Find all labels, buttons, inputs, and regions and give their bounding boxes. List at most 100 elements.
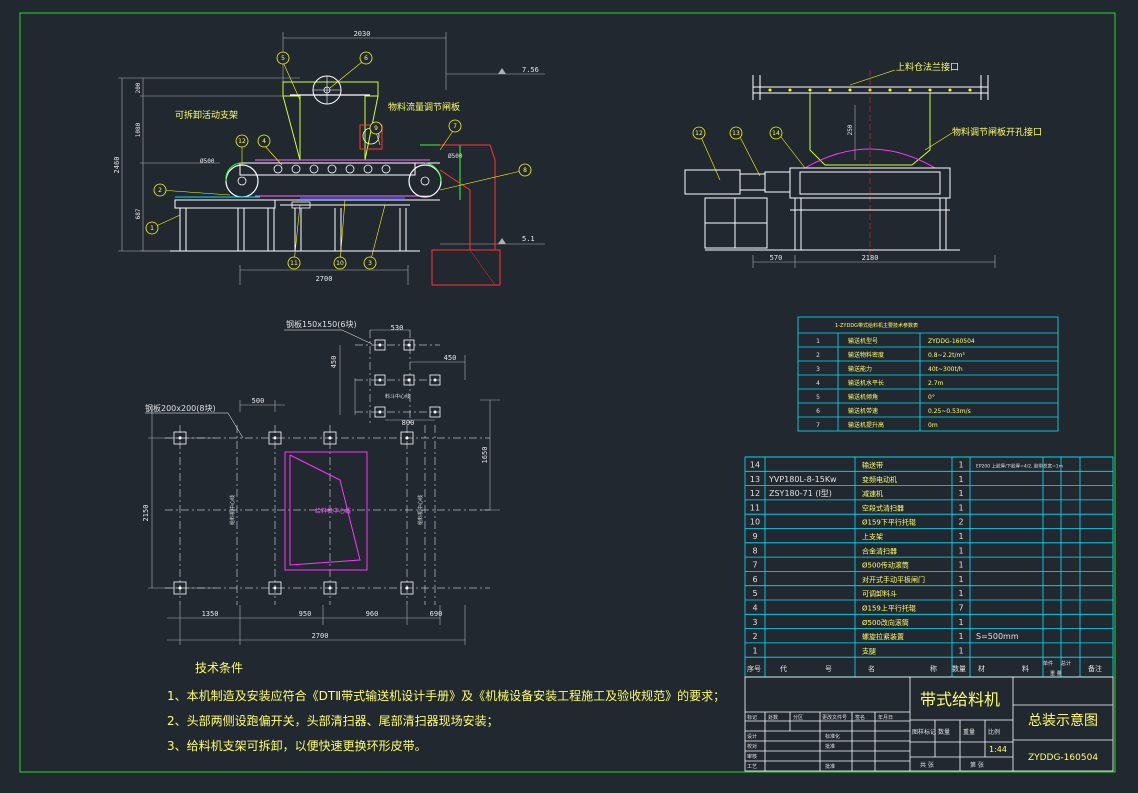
bom-h-total: 总计 — [1061, 660, 1071, 667]
foundation-plan: 给料机中心线 料斗中心线 给料机中心线 给料机中心线 钢板150x150(6块)… — [142, 319, 500, 645]
bom-cell-r6-c3: 上支架 — [862, 532, 883, 541]
title-block: 带式给料机 总装示意图 ZYDDG-160504 1:44 图样标记 数量 重量… — [744, 676, 1114, 772]
bom-cell-r3-c4: 1 — [958, 489, 963, 498]
bom-cell-r14-c4: 1 — [958, 646, 963, 655]
bom-cell-r11-c4: 7 — [958, 604, 963, 613]
param-r6-no: 6 — [816, 408, 820, 415]
sign-label-3: 更改文件号 — [822, 714, 847, 721]
head-pulley — [408, 164, 442, 198]
param-r7-name: 输送机提升高 — [848, 421, 884, 429]
bom-h-weight: 重 量 — [1050, 670, 1062, 677]
bom-cell-r13-c1: 2 — [752, 632, 757, 641]
balloon-e4: 4 — [262, 138, 266, 145]
bom-cell-r9-c1: 6 — [752, 575, 757, 584]
param-r7-val: 0m — [928, 422, 938, 429]
param-r4-name: 输送机水平长 — [848, 379, 884, 387]
stage-label-3: 比例 — [988, 728, 1000, 736]
role2-3: 批准 — [825, 763, 835, 770]
dim-2700: 2700 — [312, 632, 329, 640]
product-name: 带式给料机 — [920, 690, 1000, 709]
bom-h-code1: 代 — [780, 664, 787, 673]
param-r1-name: 输送机型号 — [848, 337, 878, 345]
bom-cell-r14-c3: 支腿 — [862, 646, 876, 655]
bom-cell-r9-c3: 对开式手动平板闸门 — [862, 575, 925, 584]
sheet-total: 共 张 — [920, 761, 934, 769]
dim-1350: 1350 — [202, 610, 219, 618]
role2-0: 标准化 — [825, 733, 840, 740]
level-bottom: 5.1 — [522, 235, 535, 243]
role-1: 校对 — [747, 743, 757, 750]
bom-cell-r8-c1: 7 — [752, 561, 757, 570]
bom-cell-r1-c3: 输送带 — [862, 461, 883, 470]
role-0: 设计 — [747, 733, 757, 740]
elev-h-lower: 687 — [135, 208, 142, 219]
elev-top-width: 2030 — [354, 30, 371, 38]
bom-cell-r2-c3: 变频电动机 — [862, 475, 897, 484]
bom-cell-r11-c1: 4 — [752, 604, 757, 613]
sign-label-5: 年月日 — [878, 714, 893, 721]
bom-cell-r6-c4: 1 — [958, 532, 963, 541]
param-r4-val: 2.7m — [928, 380, 944, 387]
label-hopper-center: 料斗中心线 — [385, 393, 410, 400]
label-discharge-center: 给料机中心线 — [315, 507, 351, 515]
bom-cell-r13-c4: 1 — [958, 632, 963, 641]
label-flange-port: 上料仓法兰接口 — [896, 61, 959, 73]
bom-cell-r13-c3: 螺旋拉紧装置 — [862, 632, 904, 641]
bom-cell-r12-c1: 3 — [752, 618, 757, 627]
bom-cell-r9-c4: 1 — [958, 575, 963, 584]
stage-label-2: 重量 — [963, 728, 975, 736]
bom-cell-r1-c5: EP200 上胶厚/下胶厚=4/2, 胶带总宽=1m — [976, 463, 1063, 470]
bom-cell-r7-c1: 8 — [752, 546, 757, 555]
bom-h-mat1: 材 — [978, 664, 985, 673]
bom-cell-r14-c1: 1 — [752, 646, 757, 655]
param-r7-no: 7 — [816, 422, 820, 429]
dim-450-a: 450 — [330, 356, 338, 369]
side-dim-left: 570 — [770, 254, 783, 262]
label-side-b: 给料机中心线 — [417, 495, 424, 525]
label-gate-port: 物料调节闸板开孔接口 — [952, 126, 1042, 138]
label-flow-gate: 物料流量调节闸板 — [388, 101, 460, 113]
param-table: 1-ZYDDG带式给料机主要技术参数表 1 输送机型号 ZYDDG-160504… — [797, 316, 1059, 432]
balloon-e3: 3 — [368, 260, 372, 267]
param-r5-no: 5 — [816, 394, 820, 401]
bom-cell-r13-c5: S=500mm — [976, 632, 1019, 641]
balloon-e6: 6 — [364, 55, 368, 62]
label-small-plate: 钢板150x150(6块) — [286, 319, 357, 329]
param-r2-name: 输送物料密度 — [848, 351, 884, 359]
balloon-s12: 12 — [695, 130, 703, 137]
bom-cell-r12-c3: Ø500改向滚筒 — [862, 618, 909, 627]
sign-label-4: 签名 — [855, 714, 865, 721]
bom-cell-r11-c3: Ø159上平行托辊 — [862, 604, 916, 613]
bom-cell-r3-c2: ZSY180-71 (I型) — [769, 489, 832, 498]
sign-label-2: 分区 — [793, 714, 803, 721]
tech-item-1: 1、本机制造及安装应符合《DTⅡ带式输送机设计手册》及《机械设备安装工程施工及验… — [167, 688, 725, 703]
tech-item-2: 2、头部两侧设跑偏开关，头部清扫器、尾部清扫器现场安装； — [167, 713, 499, 728]
dim-960: 960 — [366, 610, 379, 618]
bom-cell-r10-c1: 5 — [752, 589, 757, 598]
bom-cell-r4-c3: 空段式清扫器 — [862, 503, 904, 512]
bom-cell-r10-c3: 可调卸料斗 — [862, 589, 897, 598]
balloon-e7: 7 — [453, 123, 457, 130]
label-side-a: 给料机中心线 — [229, 495, 236, 525]
bom-h-mat2: 料 — [1022, 664, 1029, 673]
bom-cell-r6-c1: 9 — [752, 532, 757, 541]
drawing-name: 总装示意图 — [1028, 712, 1098, 729]
bom-h-note: 备注 — [1088, 664, 1102, 673]
elev-h-mid: 1080 — [135, 122, 142, 137]
param-r2-no: 2 — [816, 352, 820, 359]
bom-cell-r5-c4: 2 — [958, 518, 963, 527]
param-r5-val: 0° — [928, 394, 935, 401]
bom-h-name1: 名 — [868, 664, 875, 673]
tech-title: 技术条件 — [195, 661, 243, 675]
bom-cell-r3-c3: 减速机 — [862, 489, 883, 498]
bom-h-name2: 称 — [930, 664, 937, 673]
bom-cell-r7-c3: 合金清扫器 — [862, 546, 897, 555]
bom-cell-r8-c4: 1 — [958, 561, 963, 570]
sign-label-1: 处数 — [768, 714, 778, 721]
balloon-e11: 11 — [290, 260, 298, 267]
param-r1-no: 1 — [816, 338, 820, 345]
param-r3-no: 3 — [816, 366, 820, 373]
elev-h-upper: 200 — [135, 82, 142, 93]
bom-cell-r2-c1: 13 — [750, 475, 760, 484]
